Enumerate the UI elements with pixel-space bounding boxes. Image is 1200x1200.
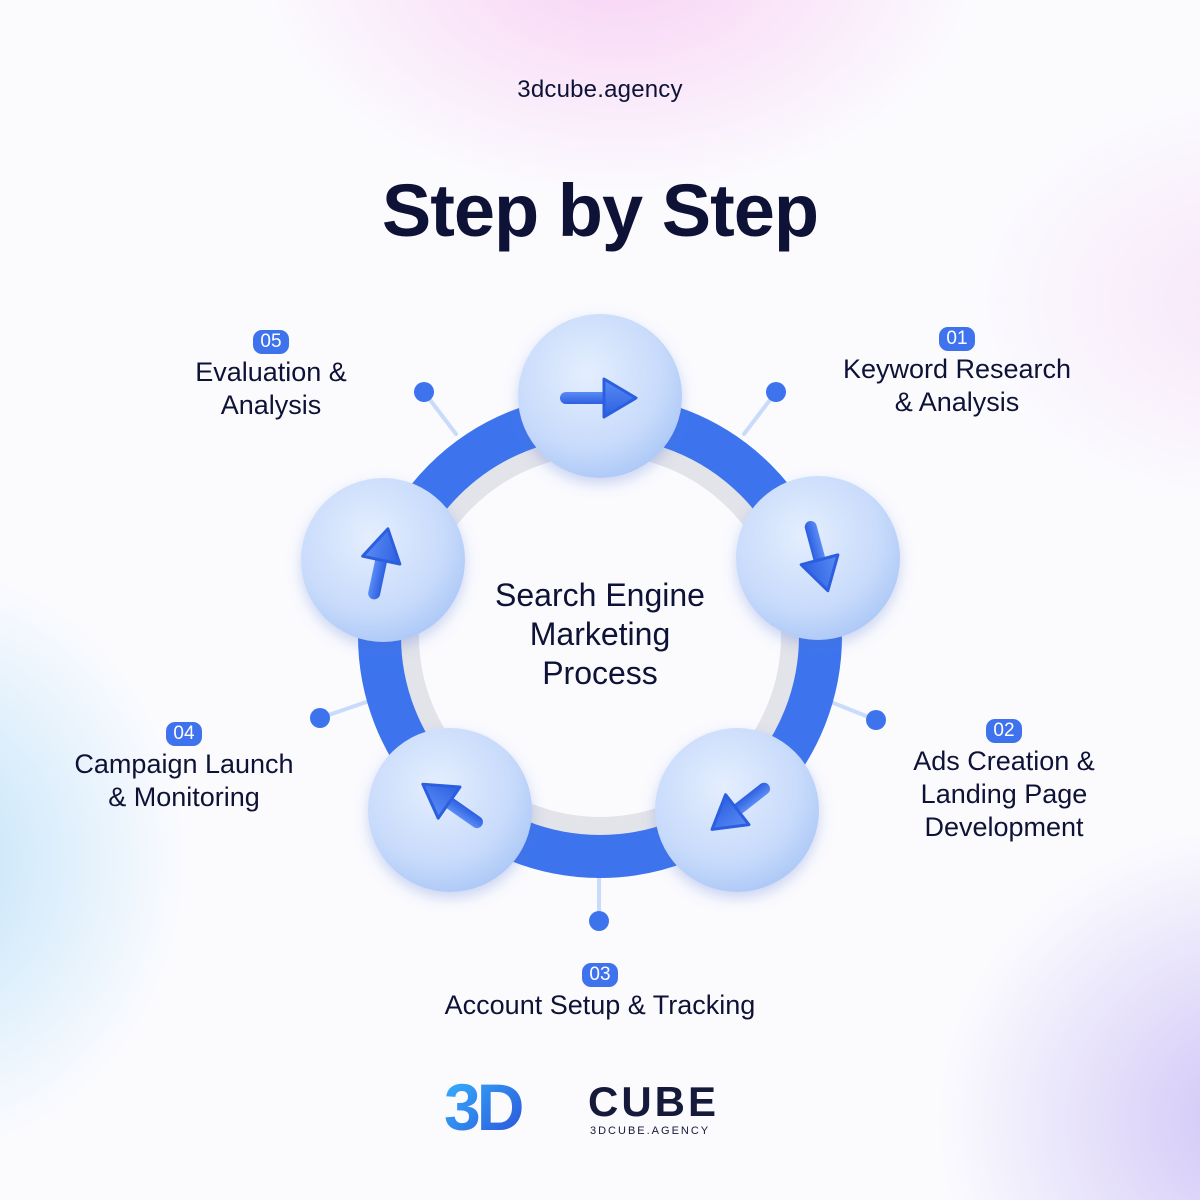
connector-dot-02 — [866, 710, 886, 730]
site-url: 3dcube.agency — [517, 76, 683, 103]
step-03: 03 Account Setup & Tracking — [400, 963, 800, 1022]
connector-dots — [310, 382, 886, 931]
connector-dot-01 — [766, 382, 786, 402]
step-01: 01 Keyword Research & Analysis — [812, 327, 1102, 419]
logo-mark: 3D — [444, 1072, 522, 1142]
step-05: 05 Evaluation & Analysis — [150, 330, 392, 422]
step-label: Keyword Research & Analysis — [842, 354, 1072, 417]
step-node-03 — [368, 728, 532, 892]
brand-logo: 3D CUBE 3DCUBE.AGENCY — [444, 1072, 719, 1142]
connector-dot-05 — [414, 382, 434, 402]
step-number-badge: 01 — [939, 327, 975, 351]
logo-word: CUBE — [588, 1078, 719, 1125]
step-number-badge: 03 — [582, 963, 618, 987]
connector-dot-04 — [310, 708, 330, 728]
step-label: Evaluation & Analysis — [195, 357, 347, 420]
arrow-right-icon — [560, 377, 638, 419]
step-label: Ads Creation & Landing Page Development — [913, 746, 1095, 842]
step-number-badge: 04 — [166, 722, 202, 746]
step-02: 02 Ads Creation & Landing Page Developme… — [880, 719, 1128, 844]
step-label: Account Setup & Tracking — [444, 990, 756, 1020]
arrow-up-icon — [361, 527, 402, 600]
step-label: Campaign Launch & Monitoring — [74, 749, 294, 812]
step-04: 04 Campaign Launch & Monitoring — [44, 722, 324, 814]
page-title: Step by Step — [381, 169, 819, 252]
step-node-02 — [655, 728, 819, 892]
arrow-up-left-icon — [421, 782, 483, 829]
center-title: Search Engine Marketing Process — [440, 576, 760, 693]
step-number-badge: 05 — [253, 330, 289, 354]
step-node-05 — [518, 314, 682, 478]
arrow-down-left-icon — [710, 782, 771, 831]
logo-tagline: 3DCUBE.AGENCY — [590, 1125, 710, 1137]
center-title-text: Search Engine Marketing Process — [495, 577, 705, 691]
arrow-down-icon — [799, 520, 840, 593]
step-node-01 — [736, 476, 900, 640]
connector-dot-03 — [589, 911, 609, 931]
step-node-04 — [301, 478, 465, 642]
step-number-badge: 02 — [986, 719, 1022, 743]
